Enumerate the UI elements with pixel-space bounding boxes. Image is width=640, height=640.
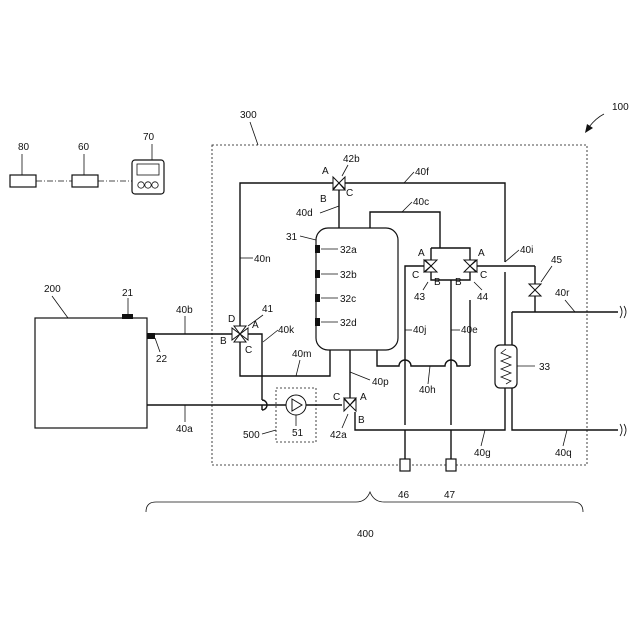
port-42b-c: C	[346, 188, 353, 199]
leader-valve-45	[541, 266, 552, 282]
pipe-label-40a: 40a	[176, 424, 193, 435]
leader-valve-42a	[342, 414, 348, 428]
label-remote-80: 80	[18, 142, 30, 153]
label-valve-44: 44	[477, 292, 489, 303]
label-pump-unit: 500	[243, 430, 260, 441]
port-44-c: C	[480, 270, 487, 281]
valve-43	[424, 260, 437, 272]
leader-tank	[52, 296, 68, 318]
label-valve-41: 41	[262, 304, 274, 315]
port-42b-a: A	[322, 166, 329, 177]
label-remote-60: 60	[78, 142, 90, 153]
label-valve-42a: 42a	[330, 430, 347, 441]
arrowhead-system	[585, 124, 593, 133]
label-storage: 31	[286, 232, 298, 243]
sensor-21	[122, 314, 133, 319]
label-sensor-21: 21	[122, 288, 134, 299]
label-port-46: 46	[398, 490, 410, 501]
port-42a-b: B	[358, 415, 365, 426]
pipe-label-40g: 40g	[474, 448, 491, 459]
storage-31	[316, 228, 398, 350]
port-46	[400, 459, 410, 471]
label-valve-45: 45	[551, 255, 563, 266]
port-47	[446, 459, 456, 471]
pipe-label-40j: 40j	[413, 325, 426, 336]
label-32b: 32b	[340, 270, 357, 281]
label-hex: 33	[539, 362, 551, 373]
pipe-label-40k: 40k	[278, 325, 295, 336]
port-44-b: B	[455, 277, 462, 288]
leader-system	[589, 114, 604, 127]
valve-42b	[333, 177, 345, 190]
pipe-label-40p: 40p	[372, 377, 389, 388]
pump-51	[286, 395, 306, 415]
valve-41	[232, 326, 248, 342]
label-valve-42b: 42b	[343, 154, 360, 165]
pipe-break-marks	[620, 306, 626, 436]
port-41-b: B	[220, 336, 227, 347]
port-42a-a: A	[360, 392, 367, 403]
leader-valve-42b	[342, 165, 348, 176]
label-port-47: 47	[444, 490, 456, 501]
heat-exchanger-33	[495, 345, 517, 388]
leader-valve-44	[474, 282, 482, 290]
leader-storage	[300, 236, 316, 240]
label-system: 100	[612, 102, 629, 113]
pipe-label-40r: 40r	[555, 288, 570, 299]
tank-200	[35, 318, 147, 428]
label-controller-70: 70	[143, 132, 155, 143]
pipe-label-40e: 40e	[461, 325, 478, 336]
port-43-a: A	[418, 248, 425, 259]
label-32a: 32a	[340, 245, 357, 256]
port-44-a: A	[478, 248, 485, 259]
label-circuit: 400	[357, 529, 374, 540]
port-41-c: C	[245, 345, 252, 356]
pipe-label-40d: 40d	[296, 208, 313, 219]
port-43-b: B	[434, 277, 441, 288]
label-pump: 51	[292, 428, 304, 439]
pipe-label-40i: 40i	[520, 245, 533, 256]
pipe-label-40n: 40n	[254, 254, 271, 265]
valve-44	[464, 260, 477, 272]
label-32d: 32d	[340, 318, 357, 329]
port-42b-b: B	[320, 194, 327, 205]
pipe-label-40h: 40h	[419, 385, 436, 396]
pipe-label-40b: 40b	[176, 305, 193, 316]
pipe-label-40m: 40m	[292, 349, 311, 360]
valve-42a	[344, 398, 356, 411]
label-32c: 32c	[340, 294, 356, 305]
label-sensor-22: 22	[156, 354, 168, 365]
sensor-22	[147, 333, 155, 339]
valve-45	[529, 284, 541, 296]
device-80	[10, 175, 36, 187]
leader-valve-43	[423, 282, 428, 290]
device-60	[72, 175, 98, 187]
port-42a-c: C	[333, 392, 340, 403]
controller-70	[132, 160, 164, 194]
pipe-label-40f: 40f	[415, 167, 429, 178]
label-unit: 300	[240, 110, 257, 121]
port-41-d: D	[228, 314, 235, 325]
pipe-label-40q: 40q	[555, 448, 572, 459]
port-41-a: A	[252, 320, 259, 331]
leader-pump-unit	[262, 430, 276, 434]
circuit-brace	[146, 492, 583, 512]
leader-unit	[250, 122, 258, 145]
pipe-label-40c: 40c	[413, 197, 429, 208]
label-tank: 200	[44, 284, 61, 295]
leader-sensor-22	[155, 338, 160, 352]
label-valve-43: 43	[414, 292, 426, 303]
port-43-c: C	[412, 270, 419, 281]
